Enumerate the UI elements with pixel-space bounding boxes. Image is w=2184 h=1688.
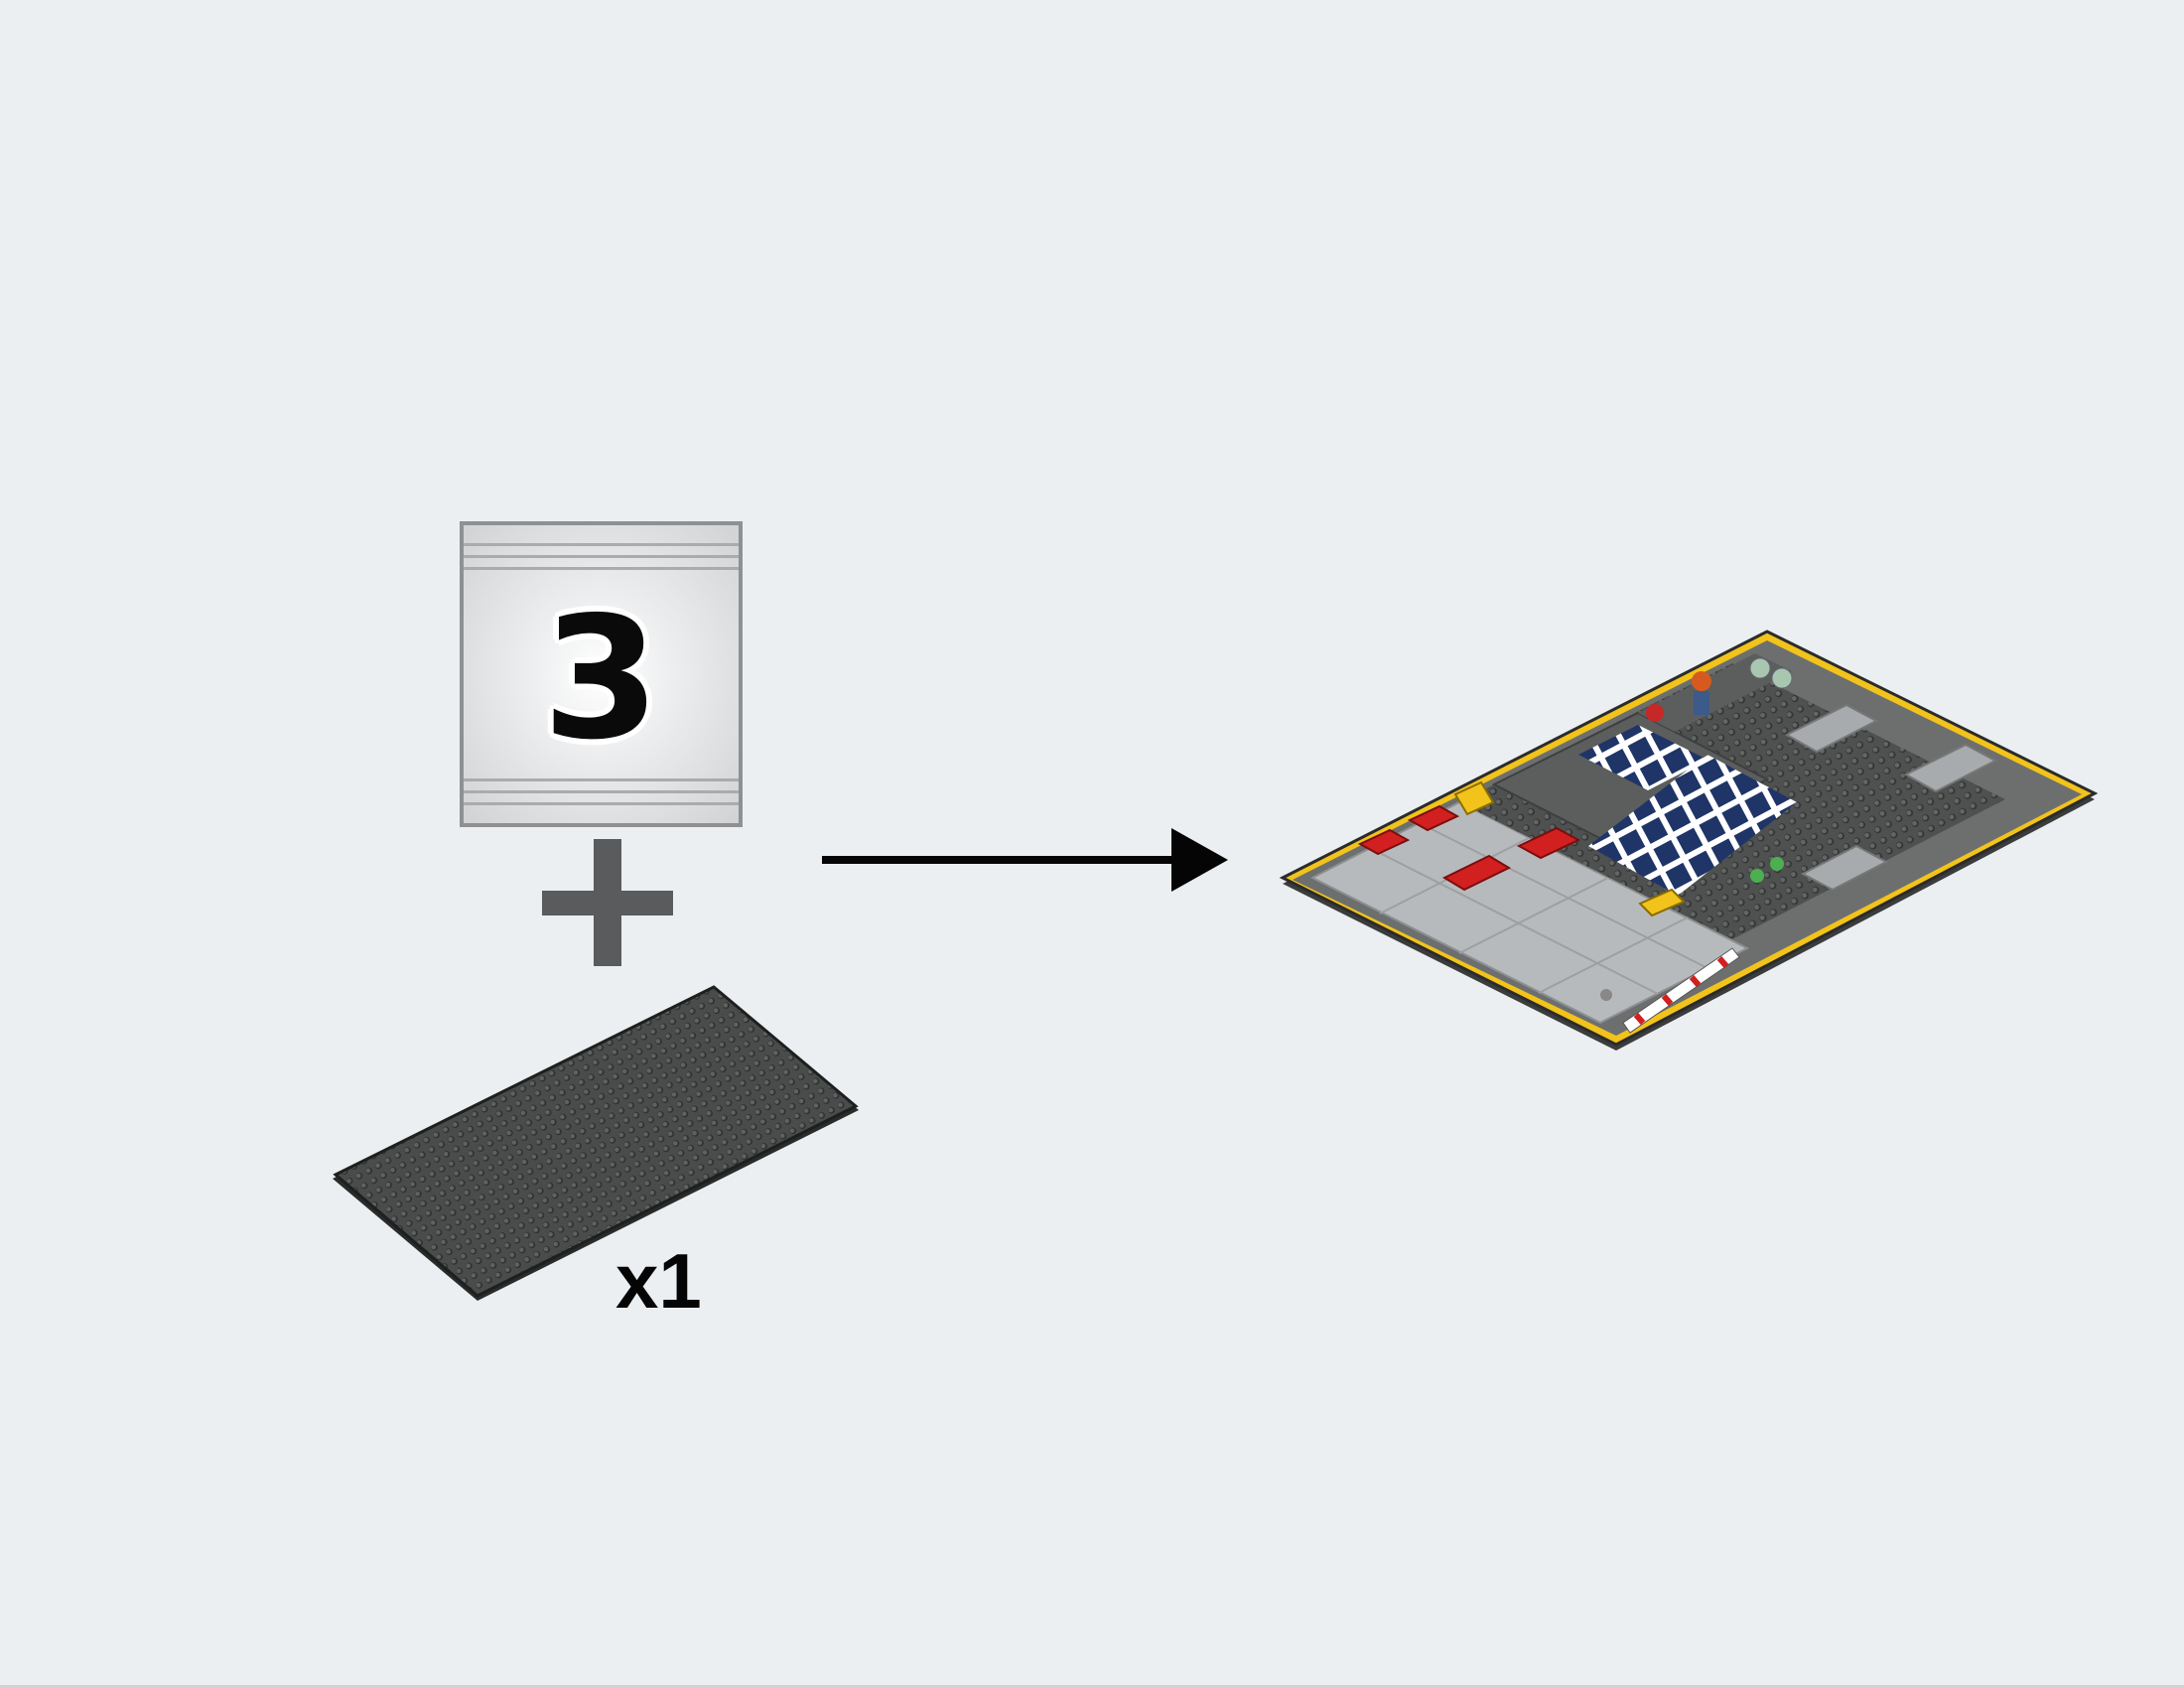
bag-number: 3 xyxy=(542,581,660,777)
numbered-bag-icon: 3 xyxy=(460,521,743,827)
quantity-label: x1 xyxy=(615,1237,702,1325)
page-divider xyxy=(0,1685,2184,1688)
